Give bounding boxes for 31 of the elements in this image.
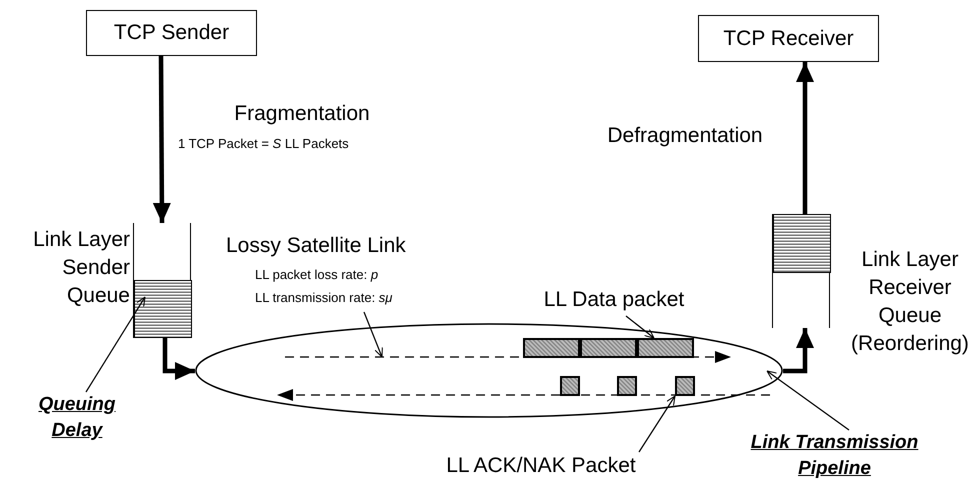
ack-packet — [617, 376, 637, 396]
process-box: TCP Sender — [86, 10, 257, 56]
annotation: LL transmission rate: sμ — [255, 288, 460, 312]
arrow — [783, 328, 814, 374]
annotation: 1 TCP Packet = S LL Packets — [178, 135, 350, 153]
edge-label: Fragmentation — [233, 101, 371, 127]
queue-label: Link Layer Receiver Queue (Reordering) — [850, 247, 970, 357]
data-packet — [580, 338, 637, 358]
queued-packets — [773, 214, 831, 273]
arrow — [162, 338, 195, 380]
leader-line — [86, 296, 146, 392]
leader-line — [363, 312, 383, 358]
data-packet — [637, 338, 694, 358]
arrow — [152, 56, 171, 224]
annotation: LL ACK/NAK Packet — [416, 452, 666, 482]
leader-line — [626, 316, 654, 338]
annotation: Queuing Delay — [18, 392, 136, 448]
ack-packet — [675, 376, 695, 396]
leader-line — [638, 396, 676, 452]
annotation: LL packet loss rate: p — [255, 266, 380, 284]
process-box: TCP Receiver — [698, 15, 879, 62]
annotation: Link Transmission Pipeline — [712, 430, 957, 495]
queue-label: Link Layer Sender Queue — [32, 227, 130, 309]
link-title: Lossy Satellite Link — [226, 233, 407, 259]
ack-packet — [560, 376, 580, 396]
data-packet — [523, 338, 580, 358]
annotation: LL Data packet — [538, 286, 690, 316]
edge-label: Defragmentation — [606, 123, 764, 149]
queued-packets — [134, 280, 192, 338]
arrow — [796, 62, 814, 214]
leader-line — [766, 370, 850, 430]
